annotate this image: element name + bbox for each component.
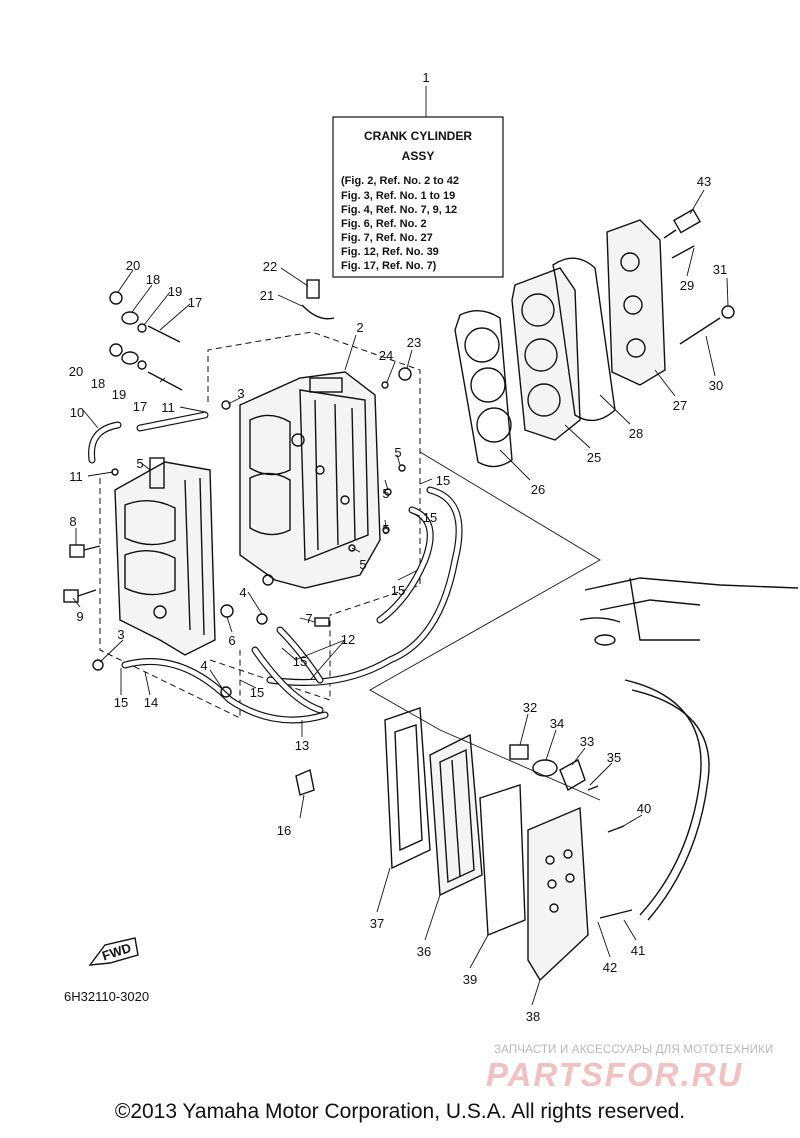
callout-15: 15: [391, 583, 405, 598]
callout-5: 5: [359, 557, 366, 572]
head-cover: [606, 219, 666, 386]
callout-5: 5: [382, 522, 389, 537]
callout-26: 26: [531, 482, 545, 497]
callout-2: 2: [356, 320, 363, 335]
cylinder-head-gasket: [454, 310, 513, 468]
watermark-logo: PARTSFOR.RU: [486, 1056, 744, 1093]
callout-34: 34: [550, 716, 564, 731]
thermo-switch: [663, 208, 701, 239]
callout-31: 31: [713, 262, 727, 277]
callout-18: 18: [146, 272, 160, 287]
callout-19: 19: [168, 284, 182, 299]
callout-3: 3: [237, 386, 244, 401]
callout-7: 7: [305, 611, 312, 626]
info-box-line: Fig. 4, Ref. No. 7, 9, 12: [341, 204, 457, 216]
callout-11: 11: [161, 400, 175, 415]
callout-15: 15: [423, 510, 437, 525]
copyright-notice: ©2013 Yamaha Motor Corporation, U.S.A. A…: [114, 1100, 686, 1123]
callout-32: 32: [523, 700, 537, 715]
exhaust-cover-group: [384, 707, 625, 982]
callout-11: 11: [69, 469, 83, 484]
info-box-line: Fig. 7, Ref. No. 27: [341, 232, 433, 244]
callout-25: 25: [587, 450, 601, 465]
callout-5: 5: [394, 445, 401, 460]
callout-6: 6: [228, 633, 235, 648]
fittings: [63, 400, 406, 698]
info-box-line: Fig. 3, Ref. No. 1 to 19: [341, 190, 455, 202]
hoses: [88, 411, 463, 724]
cylinder-head: [511, 267, 581, 441]
callout-9: 9: [76, 609, 83, 624]
cylinder-block: [239, 371, 381, 589]
callout-20: 20: [126, 258, 140, 273]
callout-37: 37: [370, 916, 384, 931]
callout-43: 43: [697, 174, 711, 189]
callout-8: 8: [69, 514, 76, 529]
callout-28: 28: [629, 426, 643, 441]
callout-13: 13: [295, 738, 309, 753]
callout-23: 23: [407, 335, 421, 350]
callout-17: 17: [133, 399, 147, 414]
callout-30: 30: [709, 378, 723, 393]
callout-12: 12: [341, 632, 355, 647]
drawing-code: 6H32110-3020: [64, 989, 149, 1004]
callout-38: 38: [526, 1009, 540, 1024]
callout-15: 15: [114, 695, 128, 710]
callout-4: 4: [200, 658, 207, 673]
callout-42: 42: [603, 960, 617, 975]
callout-41: 41: [631, 943, 645, 958]
info-box-line: Fig. 12, Ref. No. 39: [341, 246, 439, 258]
crankcase: [114, 457, 216, 656]
callout-27: 27: [673, 398, 687, 413]
callouts: 43 31 29 30 27 28 25 26 22 21 2 23 24 20…: [69, 174, 727, 1024]
fwd-arrow-icon: FWD: [88, 937, 139, 966]
callout-22: 22: [263, 259, 277, 274]
bolts-and-washers: [109, 279, 412, 391]
callout-15: 15: [250, 685, 264, 700]
info-box: CRANK CYLINDER ASSY (Fig. 2, Ref. No. 2 …: [332, 70, 504, 278]
callout-18: 18: [91, 376, 105, 391]
callout-10: 10: [70, 405, 84, 420]
engine-context-outline: [579, 577, 799, 921]
fwd-label: FWD: [100, 940, 133, 963]
callout-15: 15: [436, 473, 450, 488]
callout-4: 4: [239, 585, 246, 600]
watermark-caption: ЗАПЧАСТИ И АКСЕССУАРЫ ДЛЯ МОТОТЕХНИКИ: [494, 1044, 774, 1056]
callout-5: 5: [136, 456, 143, 471]
callout-17: 17: [188, 295, 202, 310]
callout-1: 1: [422, 70, 429, 85]
info-box-title-2: ASSY: [402, 149, 435, 163]
callout-16: 16: [277, 823, 291, 838]
callout-3: 3: [117, 627, 124, 642]
info-box-line: Fig. 6, Ref. No. 2: [341, 218, 427, 230]
callout-15: 15: [293, 654, 307, 669]
callout-21: 21: [260, 288, 274, 303]
callout-39: 39: [463, 972, 477, 987]
info-box-line: Fig. 17, Ref. No. 7): [341, 260, 437, 272]
callout-20: 20: [69, 364, 83, 379]
hose-clip: [295, 769, 315, 796]
callout-33: 33: [580, 734, 594, 749]
info-box-title-1: CRANK CYLINDER: [364, 129, 472, 143]
callout-19: 19: [112, 387, 126, 402]
callout-5: 5: [382, 486, 389, 501]
leader-lines: [72, 189, 729, 1006]
callout-24: 24: [379, 348, 393, 363]
callout-40: 40: [637, 801, 651, 816]
callout-14: 14: [144, 695, 158, 710]
callout-35: 35: [607, 750, 621, 765]
callout-36: 36: [417, 944, 431, 959]
info-box-line: (Fig. 2, Ref. No. 2 to 42: [341, 175, 459, 187]
callout-29: 29: [680, 278, 694, 293]
head-bolts: [671, 245, 735, 345]
